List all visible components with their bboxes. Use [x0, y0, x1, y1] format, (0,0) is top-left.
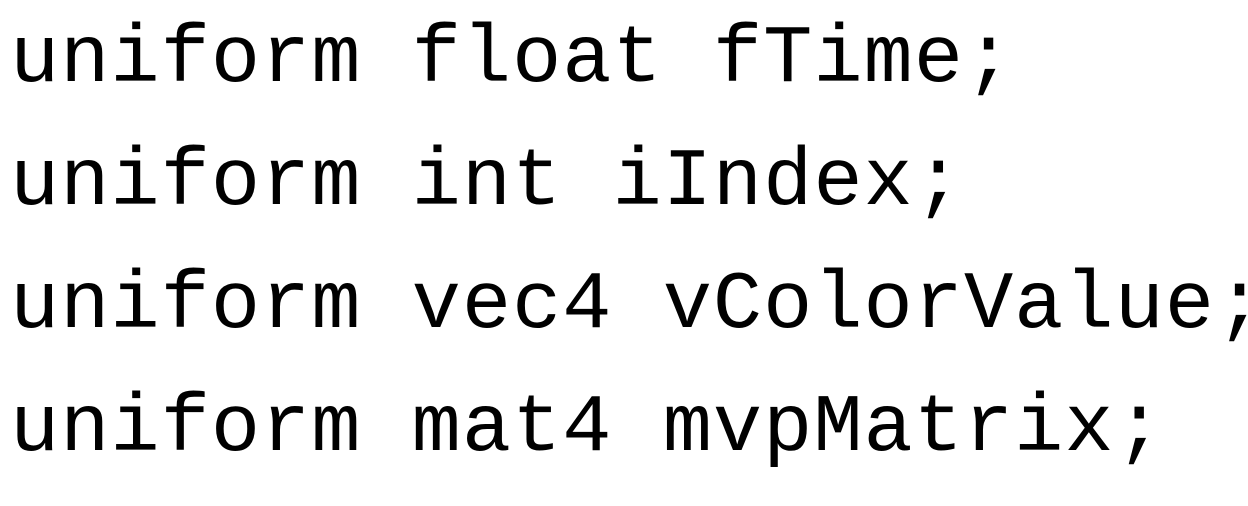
code-line: uniform float fTime; [10, 13, 1015, 106]
code-line: uniform vec4 vColorValue; [10, 259, 1248, 352]
code-line: uniform int iIndex; [10, 136, 964, 229]
code-line: uniform mat4 mvpMatrix; [10, 382, 1165, 475]
